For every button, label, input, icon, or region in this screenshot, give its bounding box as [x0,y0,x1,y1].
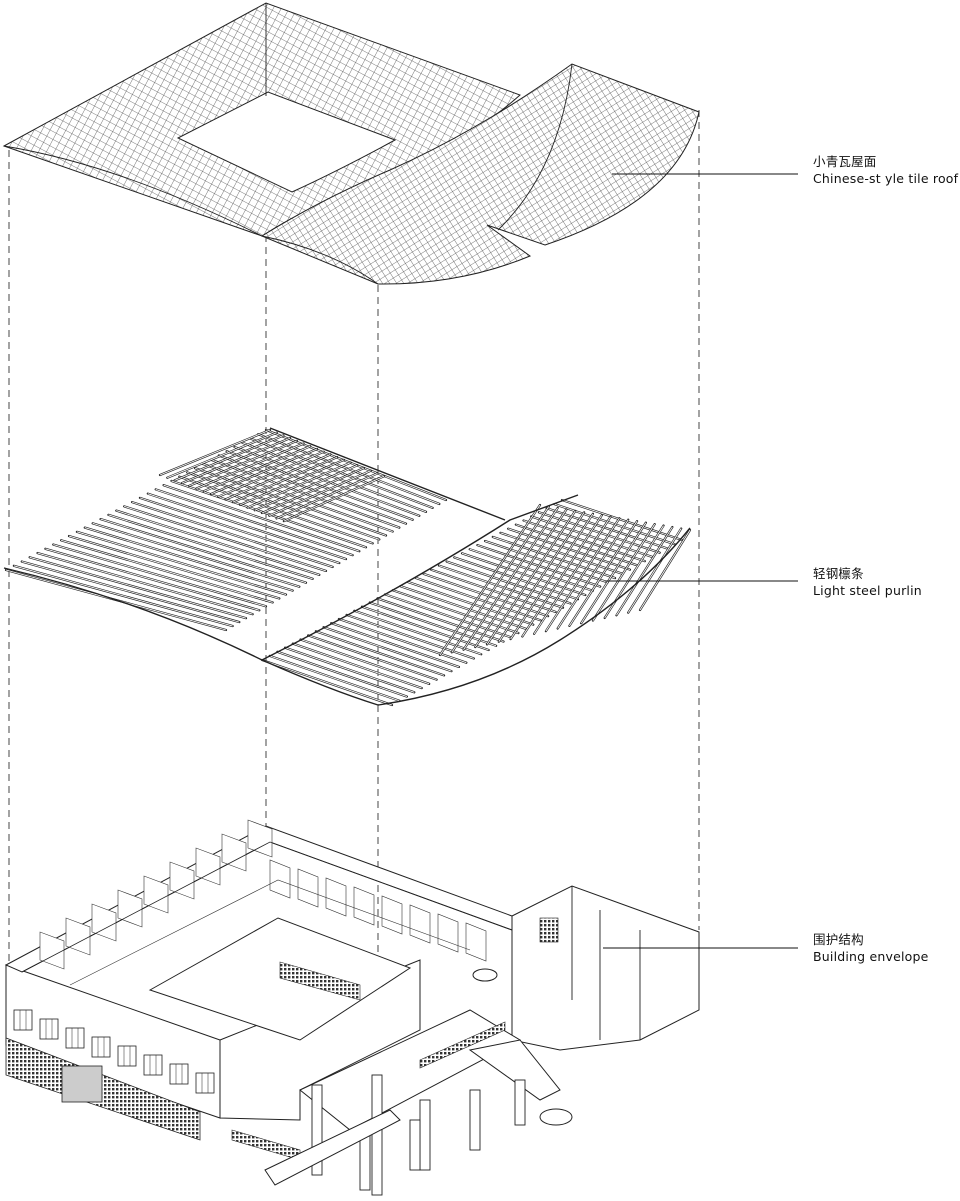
tile-roof-layer [2,2,700,285]
building-envelope-layer [4,819,700,1196]
railing-2 [419,1021,506,1069]
courtyard-screen-wall [279,961,361,1001]
label-building-envelope: 围护结构 Building envelope [813,931,929,965]
label-steel-purlin: 轻钢檩条 Light steel purlin [813,565,922,599]
label-tile-roof-cn: 小青瓦屋面 [813,154,877,169]
railing [231,1129,301,1161]
annex-window-grid [539,917,559,943]
label-steel-purlin-en: Light steel purlin [813,583,922,598]
label-tile-roof: 小青瓦屋面 Chinese-st yle tile roof [813,153,958,187]
label-building-envelope-cn: 围护结构 [813,932,864,947]
label-steel-purlin-cn: 轻钢檩条 [813,566,864,581]
roof-courtyard-opening [176,91,397,193]
steel-purlin-layer [3,427,692,707]
interior-partitions [21,819,513,986]
projection-guide-lines [8,110,700,965]
brick-plinth [5,1037,201,1141]
annex-box [511,885,700,1051]
facade-windows [13,1009,215,1094]
leader-lines [603,173,798,949]
roof-right-wing [260,63,700,285]
roof-skylight-ring [472,968,498,982]
label-tile-roof-en: Chinese-st yle tile roof [813,171,959,186]
gate-block [61,1065,103,1103]
inner-courtyard [148,917,412,1041]
stair [264,1109,401,1186]
support-columns [311,1074,526,1196]
round-planter [539,1108,573,1126]
label-building-envelope-en: Building envelope [813,949,929,964]
